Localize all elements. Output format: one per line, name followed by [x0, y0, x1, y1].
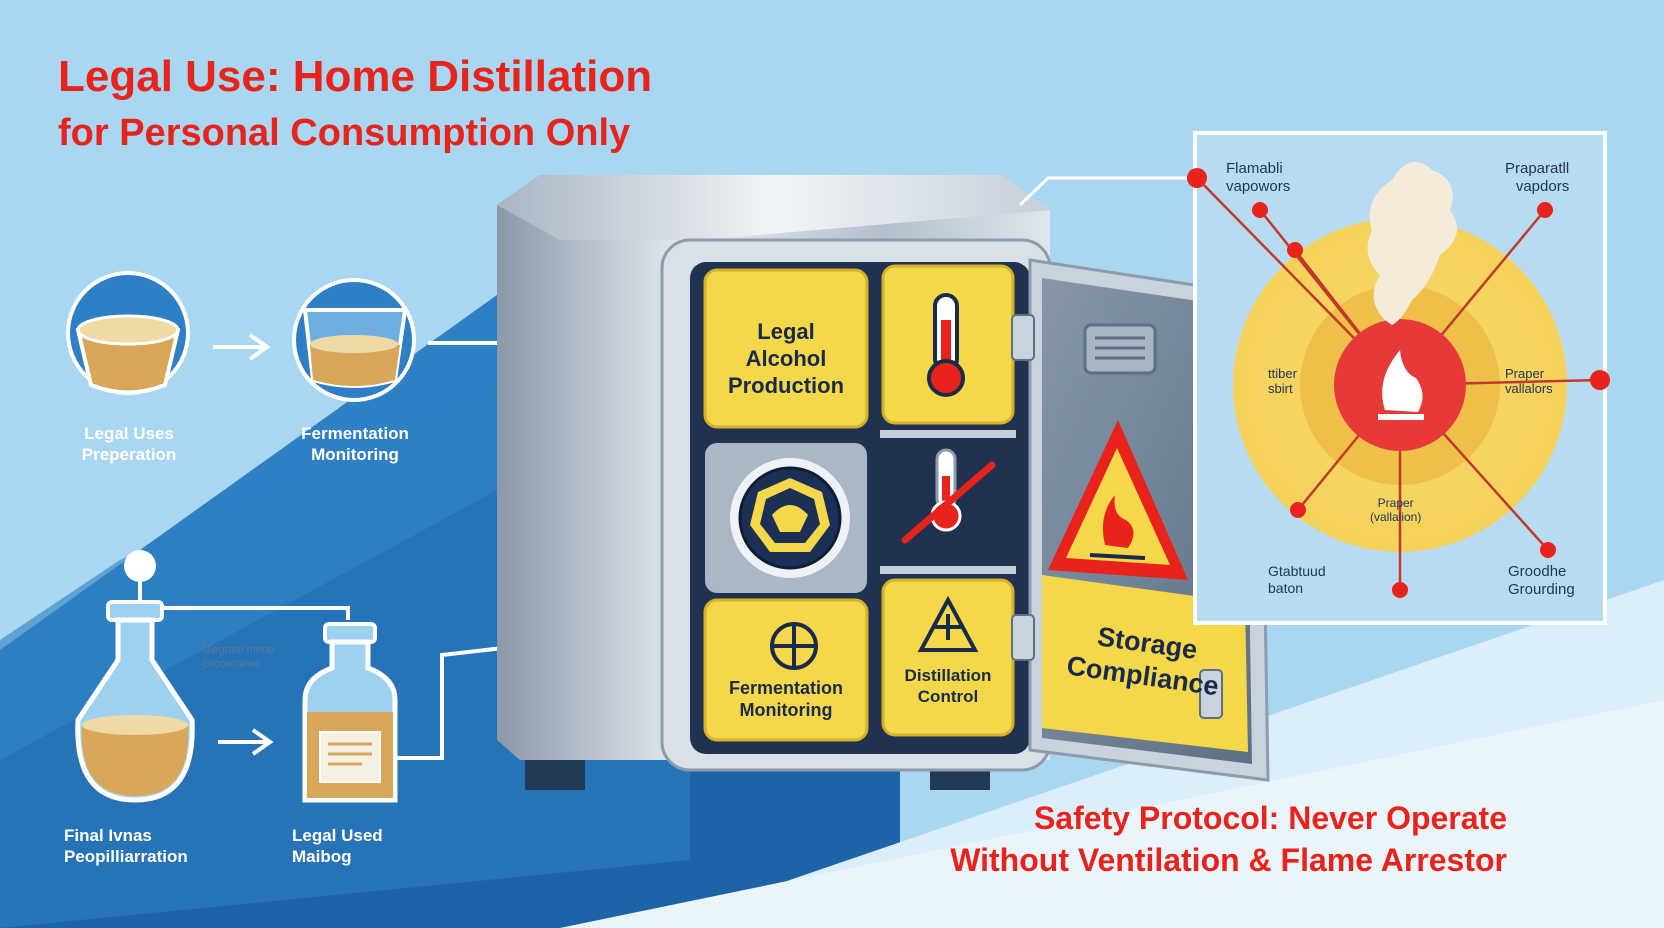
page-subtitle: for Personal Consumption Only [58, 112, 631, 154]
safety-warning-line2: Without Ventilation & Flame Arrestor [950, 842, 1507, 878]
diagram-label-top-right: Praparatll vapdors [1505, 160, 1570, 195]
page-title: Legal Use: Home Distillation [58, 52, 653, 101]
panel-distillation-control: Distillation Control [904, 666, 992, 706]
crossed-thermometer-icon [901, 448, 996, 544]
panel-fermentation-monitoring: Fermentation Monitoring [728, 678, 843, 720]
thermometer-icon [927, 293, 965, 397]
seal-badge-icon [730, 458, 850, 578]
flask-icon [75, 550, 195, 803]
safety-warning-line1: Safety Protocol: Never Operate [1033, 800, 1507, 836]
step-label-final: Final Ivnas Peopilliarration [64, 826, 188, 866]
smoke-icon [1367, 162, 1458, 325]
bottle-icon [302, 622, 398, 803]
panel-legal-production: Legal Alcohol Production [727, 319, 845, 398]
step-label-preparation: Legal Uses Preperation [81, 424, 177, 464]
step-label-fermentation: Fermentation Monitoring [301, 424, 409, 464]
ventilation-diagram [1018, 131, 1610, 625]
step-label-legal-used: Legal Used Maibog [292, 826, 383, 866]
diagram-label-bottom-left: Gtabtuud baton [1268, 563, 1326, 596]
fermentation-beaker-icon [292, 278, 416, 402]
globe-icon [770, 622, 818, 670]
bowl-icon [66, 271, 190, 395]
diagram-label-center-bottom: Praper (vallalion) [1370, 496, 1422, 524]
diagram-label-mid-left: ttiber sbirt [1268, 366, 1297, 396]
flask-caption: Niegrate mnne Grooamimo [202, 644, 275, 670]
warning-triangle-icon [917, 595, 979, 652]
diagram-label-bottom-right: Groodhe Grourding [1508, 563, 1575, 598]
diagram-label-top-left: Flamabli vapowors [1226, 160, 1291, 195]
fire-hazard-icon [1048, 420, 1188, 580]
flame-icon [1378, 350, 1424, 420]
diagram-label-mid-right: Praper vallalors [1505, 366, 1553, 396]
